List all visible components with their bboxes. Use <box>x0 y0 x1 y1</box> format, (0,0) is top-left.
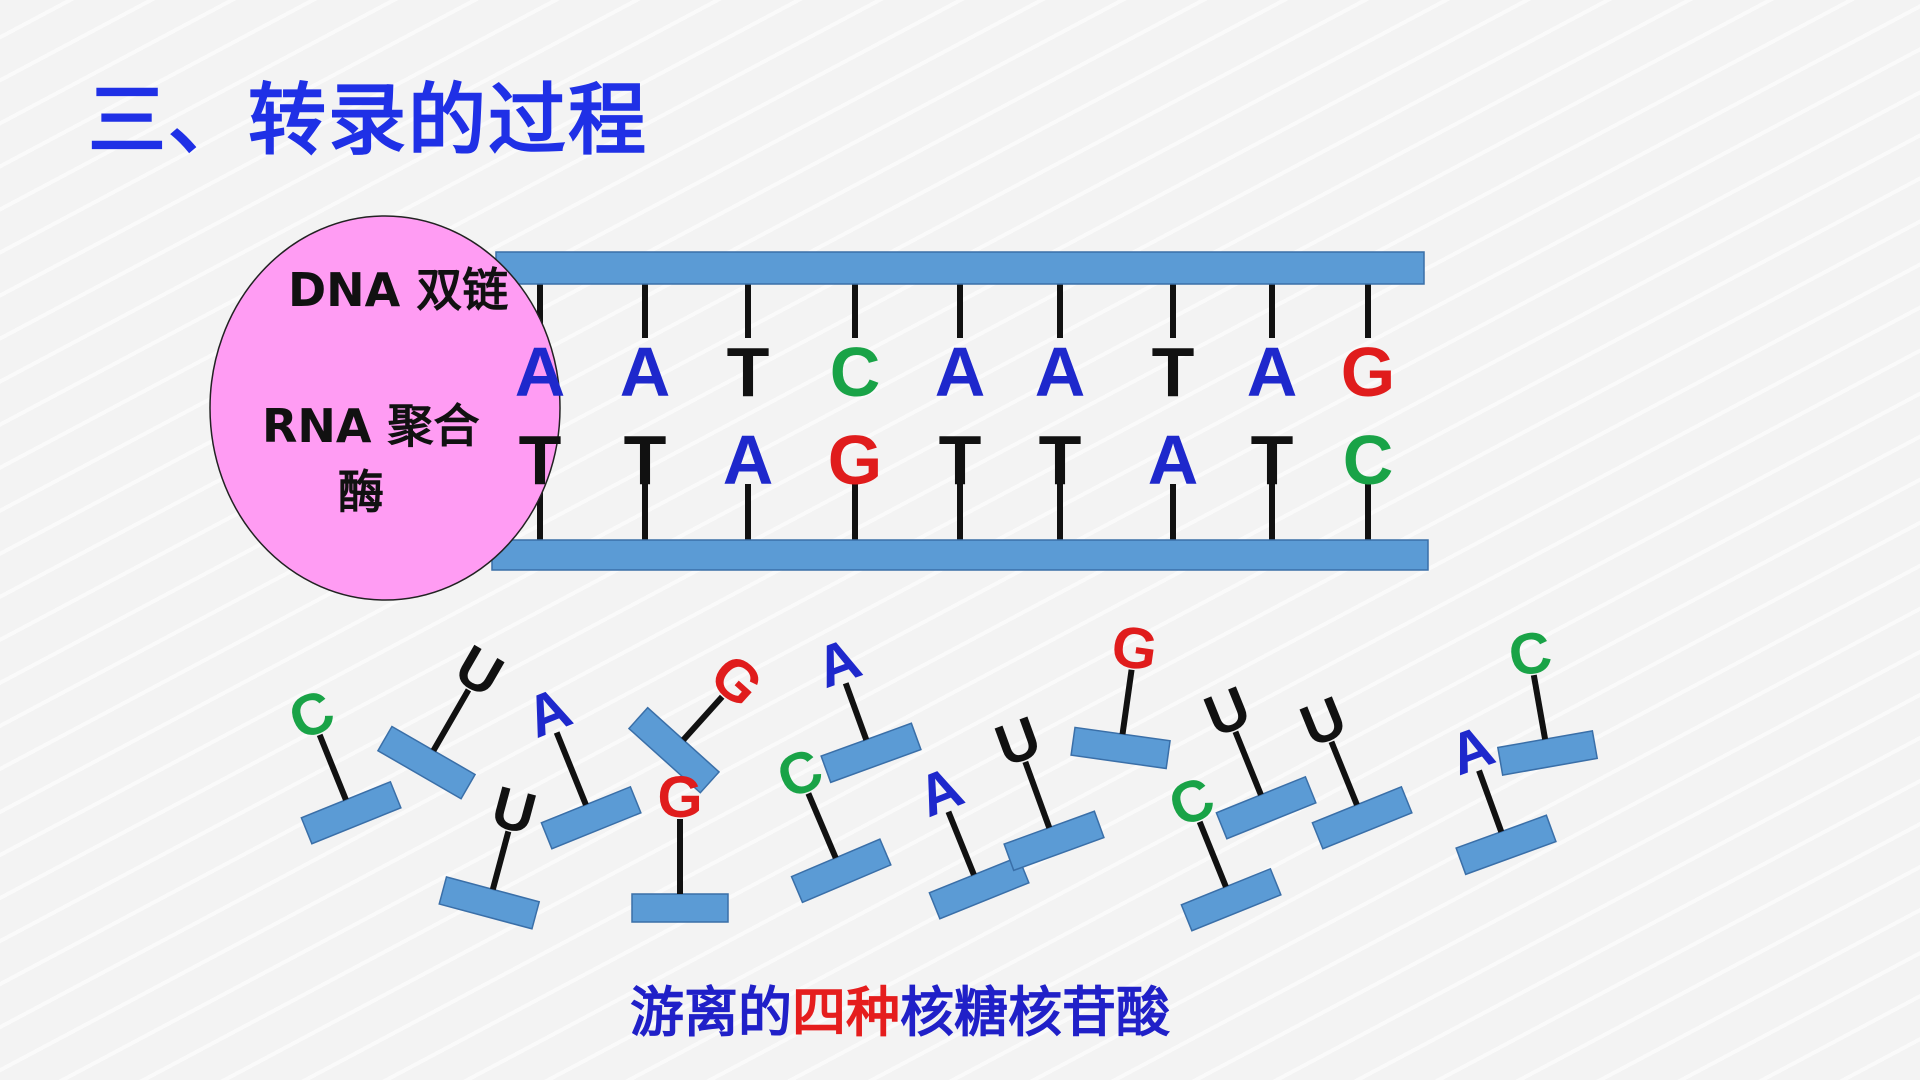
free-nucleotide: C <box>1160 764 1282 932</box>
nucleotide-base: U <box>485 774 542 848</box>
dna-bottom-base: A <box>1148 421 1199 499</box>
caption-highlight: 四种 <box>792 981 900 1044</box>
dna-top-base: A <box>620 333 671 411</box>
dna-top-base: T <box>1152 333 1195 411</box>
caption: 游离的四种核糖核苷酸 <box>0 968 1800 1047</box>
nucleotide-base: U <box>1292 684 1355 760</box>
caption-part2: 核糖核苷酸 <box>900 981 1170 1044</box>
base-pair-lines <box>537 284 1371 540</box>
nucleotide-base: C <box>768 736 832 812</box>
dna-bottom-base: T <box>939 421 982 499</box>
nucleotide-base: A <box>517 675 580 751</box>
free-nucleotide: C <box>280 677 402 845</box>
nucleotide-stick <box>805 792 839 860</box>
nucleotide-stick <box>681 694 725 742</box>
nucleotide-stick <box>1232 730 1264 796</box>
nucleotide-base: C <box>1504 618 1557 689</box>
nucleotide-base: A <box>1441 713 1503 788</box>
free-nucleotide: G <box>627 641 775 794</box>
ribose-phosphate-block <box>1311 785 1413 850</box>
dna-double-strand-label: DNA 双链 <box>288 263 508 317</box>
dna-top-strand <box>495 251 1425 285</box>
dna-top-base: A <box>1035 333 1086 411</box>
slide-title: 三、转录的过程 <box>88 76 649 166</box>
dna-top-base: A <box>935 333 986 411</box>
free-nucleotide: U <box>1292 684 1413 850</box>
nucleotide-base: U <box>987 704 1049 779</box>
dna-bottom-base: T <box>1251 421 1294 499</box>
ribose-phosphate-block <box>1215 775 1317 840</box>
rna-polymerase-label-line1: RNA 聚合 <box>262 399 480 453</box>
nucleotide-base: A <box>808 625 870 700</box>
free-nucleotide: G <box>631 765 729 923</box>
nucleotide-stick <box>1119 669 1135 735</box>
nucleotide-base: U <box>445 633 514 710</box>
dna-bottom-base: T <box>519 421 562 499</box>
nucleotide-stick <box>842 682 870 741</box>
caption-part1: 游离的 <box>630 981 792 1044</box>
nucleotide-stick <box>489 830 512 891</box>
dna-bottom-base: A <box>723 421 774 499</box>
dna-top-base: T <box>727 333 770 411</box>
dna-bottom-base: G <box>828 421 882 499</box>
dna-bottom-strand <box>491 539 1429 571</box>
dna-top-base: A <box>515 333 566 411</box>
free-nucleotide: U <box>376 633 514 800</box>
dna-bottom-base: T <box>1039 421 1082 499</box>
nucleotide-base: G <box>657 765 702 830</box>
nucleotide-base: U <box>1196 674 1259 750</box>
nucleotide-stick <box>945 810 977 876</box>
nucleotide-stick <box>1022 760 1053 829</box>
nucleotide-base: G <box>1108 613 1162 684</box>
ribose-phosphate-block <box>438 876 541 930</box>
dna-bottom-base: C <box>1343 421 1394 499</box>
nucleotide-stick <box>553 731 589 806</box>
nucleotide-stick <box>1476 769 1505 833</box>
dna-bottom-base: T <box>624 421 667 499</box>
ribose-phosphate-block <box>1180 867 1282 932</box>
ribose-phosphate-block <box>790 838 892 904</box>
ribose-phosphate-block <box>540 785 642 850</box>
dna-top-base: G <box>1341 333 1395 411</box>
free-nucleotide: U <box>987 704 1105 872</box>
nucleotide-stick <box>1196 820 1229 888</box>
dna-top-base: A <box>1247 333 1298 411</box>
ribose-phosphate-block <box>300 780 402 845</box>
nucleotide-stick <box>1328 740 1360 806</box>
nucleotide-base: C <box>280 677 343 753</box>
nucleotide-base: C <box>1160 764 1223 840</box>
ribose-phosphate-block <box>1455 814 1557 876</box>
nucleotide-stick <box>316 733 349 801</box>
free-nucleotide: G <box>1070 613 1171 770</box>
free-nucleotide: A <box>1441 713 1557 876</box>
ribose-phosphate-block <box>1003 810 1105 872</box>
nucleotide-stick <box>430 688 472 752</box>
ribose-phosphate-block <box>631 893 729 923</box>
rna-polymerase-label-line2: 酶 <box>338 465 384 519</box>
ribose-phosphate-block <box>1070 726 1171 770</box>
free-nucleotide: C <box>1496 618 1599 776</box>
ribose-phosphate-block <box>820 722 922 784</box>
rna-polymerase <box>209 215 561 601</box>
dna-top-base: C <box>830 333 881 411</box>
nucleotide-base: A <box>909 754 972 830</box>
nucleotide-stick <box>1530 674 1549 740</box>
